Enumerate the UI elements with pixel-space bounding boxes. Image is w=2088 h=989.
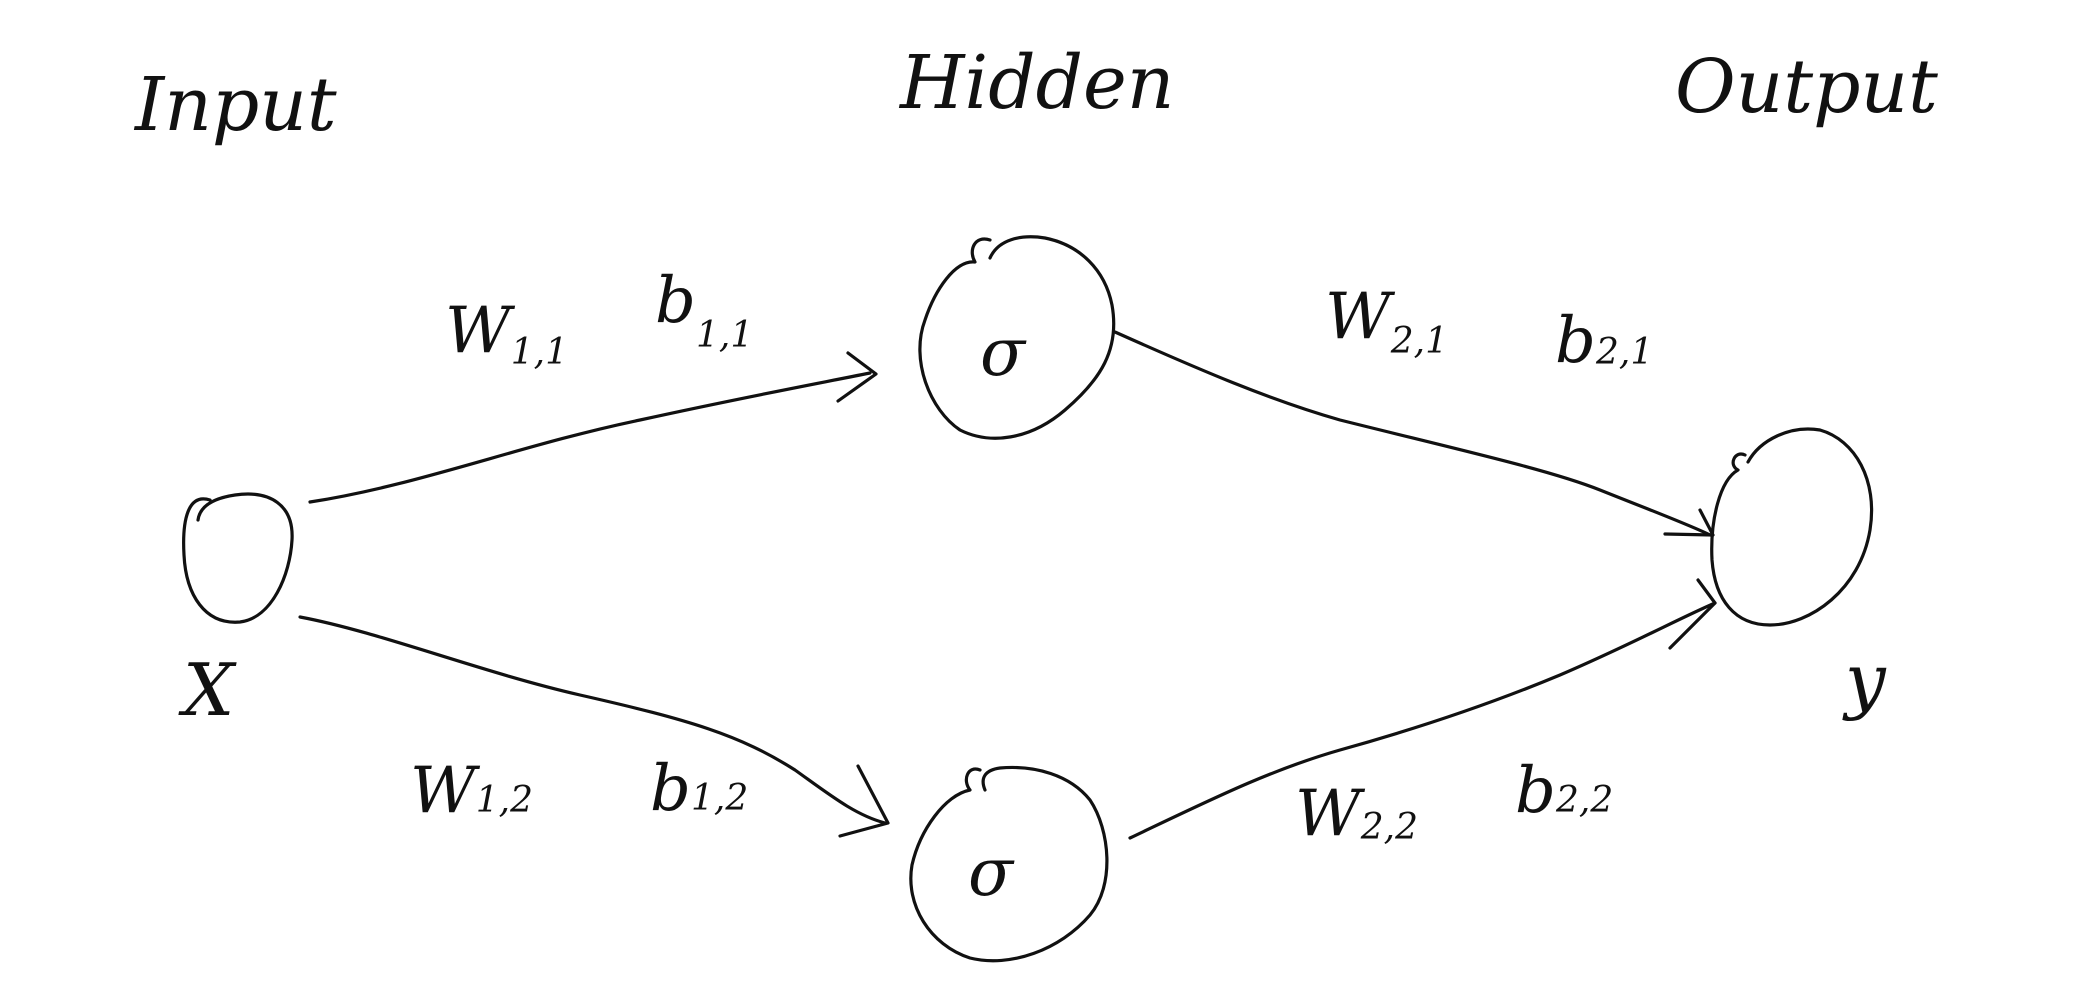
edge-hidden-bottom-to-output — [1128, 601, 1717, 840]
label-b12-base: b — [650, 752, 691, 826]
label-w22-sub: 2,2 — [1360, 807, 1418, 848]
label-b22-base: b — [1515, 754, 1556, 828]
hidden-node-bottom-circle — [909, 765, 1109, 963]
edge-input-to-hidden-top — [308, 371, 872, 504]
label-w21: W2,1 — [1325, 280, 1448, 362]
arrowhead-hidden-top — [836, 351, 878, 403]
label-w21-base: W — [1325, 280, 1396, 354]
hidden-bottom-sigma: σ — [968, 834, 1015, 911]
hidden-node-bottom — [909, 765, 1109, 963]
edge-input-to-hidden-bottom — [298, 615, 887, 825]
label-w12-sub: 1,2 — [476, 780, 533, 821]
label-w22-base: W — [1295, 777, 1366, 851]
hidden-top-sigma: σ — [980, 314, 1027, 391]
label-w12-base: W — [410, 754, 481, 828]
label-b21-base: b — [1555, 304, 1596, 378]
label-b21-sub: 2,1 — [1595, 332, 1653, 373]
label-b11-sub: 1,1 — [696, 315, 753, 356]
output-node — [1710, 427, 1874, 627]
arrowhead-output-bottom — [1668, 578, 1717, 650]
label-b22-sub: 2,2 — [1555, 780, 1613, 821]
input-label-x: X — [178, 648, 237, 732]
label-b21: b2,1 — [1555, 304, 1653, 378]
output-label-y: y — [1842, 638, 1887, 722]
input-node-circle — [182, 492, 294, 624]
input-layer-title: Input — [133, 62, 337, 148]
hidden-node-top-circle — [918, 235, 1116, 440]
output-node-circle — [1710, 427, 1874, 627]
output-layer-title: Output — [1675, 44, 1938, 130]
label-w11-base: W — [445, 294, 516, 368]
label-w11-sub: 1,1 — [511, 332, 568, 373]
label-b12-sub: 1,2 — [691, 778, 748, 819]
label-w11: W1,1 — [445, 294, 568, 373]
label-w21-sub: 2,1 — [1390, 321, 1448, 362]
input-node — [182, 492, 294, 624]
arrowhead-output-top — [1663, 508, 1715, 537]
label-b22: b2,2 — [1515, 754, 1613, 828]
label-b11-base: b — [655, 264, 696, 338]
label-w22: W2,2 — [1295, 777, 1418, 851]
edge-hidden-top-to-output — [1113, 330, 1712, 537]
hidden-node-top — [918, 235, 1116, 440]
hidden-layer-title: Hidden — [898, 40, 1174, 126]
label-b12: b1,2 — [650, 752, 748, 826]
label-b11: b1,1 — [655, 264, 753, 356]
label-w12: W1,2 — [410, 754, 533, 828]
arrowhead-hidden-bottom — [838, 764, 890, 838]
